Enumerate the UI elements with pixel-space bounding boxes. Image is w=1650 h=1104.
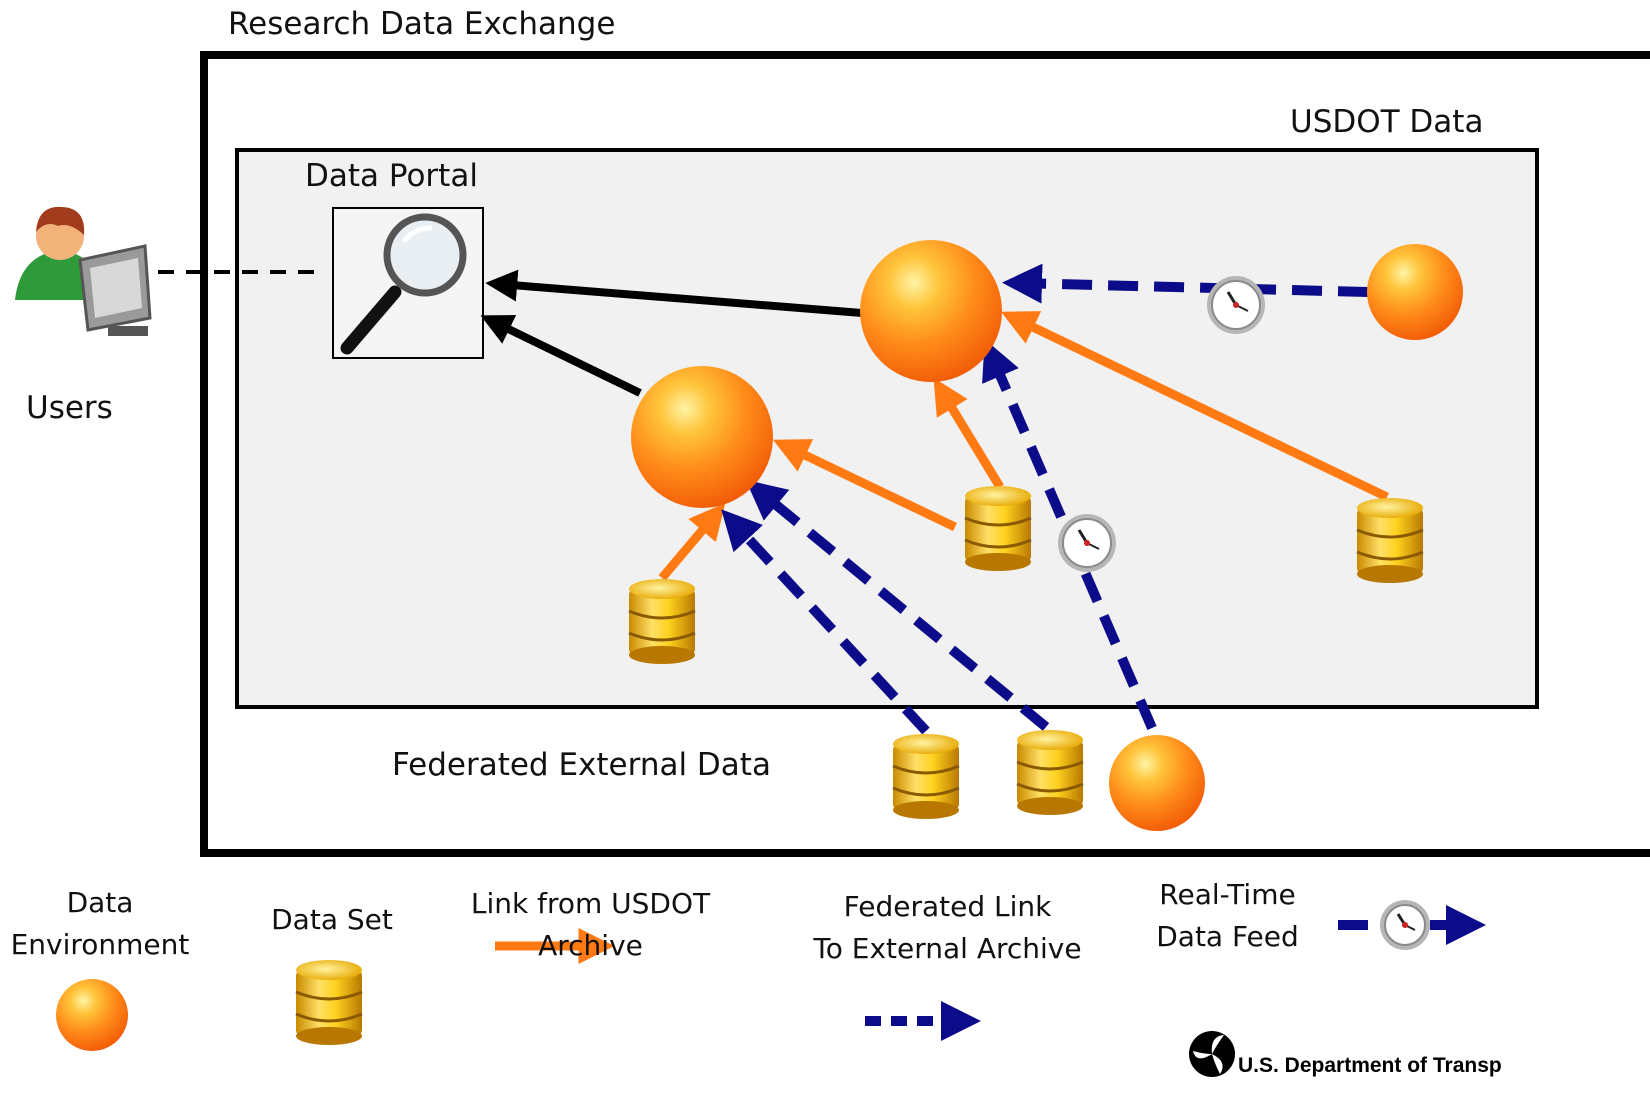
federated-external-data-label: Federated External Data xyxy=(392,747,771,783)
legend-data-environment-label: Data Environment xyxy=(10,886,190,961)
federated-link xyxy=(745,479,1050,731)
portal-link xyxy=(480,315,642,397)
usdot-data-title: USDOT Data xyxy=(1290,104,1484,140)
legend-federated-link-label: Federated Link To External Archive xyxy=(813,890,1082,965)
usdot-archive-links xyxy=(658,311,1389,581)
usdot-link xyxy=(1001,311,1389,502)
research-data-exchange-title: Research Data Exchange xyxy=(228,6,616,42)
portal-link xyxy=(485,269,863,317)
clock-icon xyxy=(1058,514,1116,572)
legend-realtime-label: Real-Time Data Feed xyxy=(1156,878,1299,953)
database-stack-icon xyxy=(1015,728,1085,817)
data-portal-title: Data Portal xyxy=(305,158,478,194)
database-stack-icon xyxy=(1355,496,1425,585)
database-stack-icon xyxy=(627,577,697,666)
clock-icon xyxy=(1380,900,1430,950)
usdot-link xyxy=(658,502,726,581)
clock-icon xyxy=(1207,276,1265,334)
legend-usdot-link-label: Link from USDOT Archive xyxy=(470,887,711,962)
usdot-link xyxy=(933,377,1004,490)
legend-database xyxy=(294,958,364,1047)
usdot-link xyxy=(773,439,957,532)
legend-sphere xyxy=(56,979,128,1051)
dot-triskelion-logo xyxy=(1189,1031,1235,1077)
database-stack-icon xyxy=(891,732,961,821)
magnifier-icon xyxy=(332,207,484,359)
users-label: Users xyxy=(26,390,113,426)
agency-footer-text: U.S. Department of Transp xyxy=(1238,1054,1502,1077)
realtime-feed-link xyxy=(1002,263,1369,304)
data-environment-sphere xyxy=(860,240,1002,382)
database-stack-icon xyxy=(964,486,1032,571)
data-environment-sphere xyxy=(631,366,773,508)
legend-data-set-label: Data Set xyxy=(271,903,393,936)
data-environment-sphere xyxy=(1109,735,1205,831)
user-at-computer-icon xyxy=(15,206,152,336)
federated-link xyxy=(721,509,930,735)
data-environment-sphere xyxy=(1367,244,1463,340)
